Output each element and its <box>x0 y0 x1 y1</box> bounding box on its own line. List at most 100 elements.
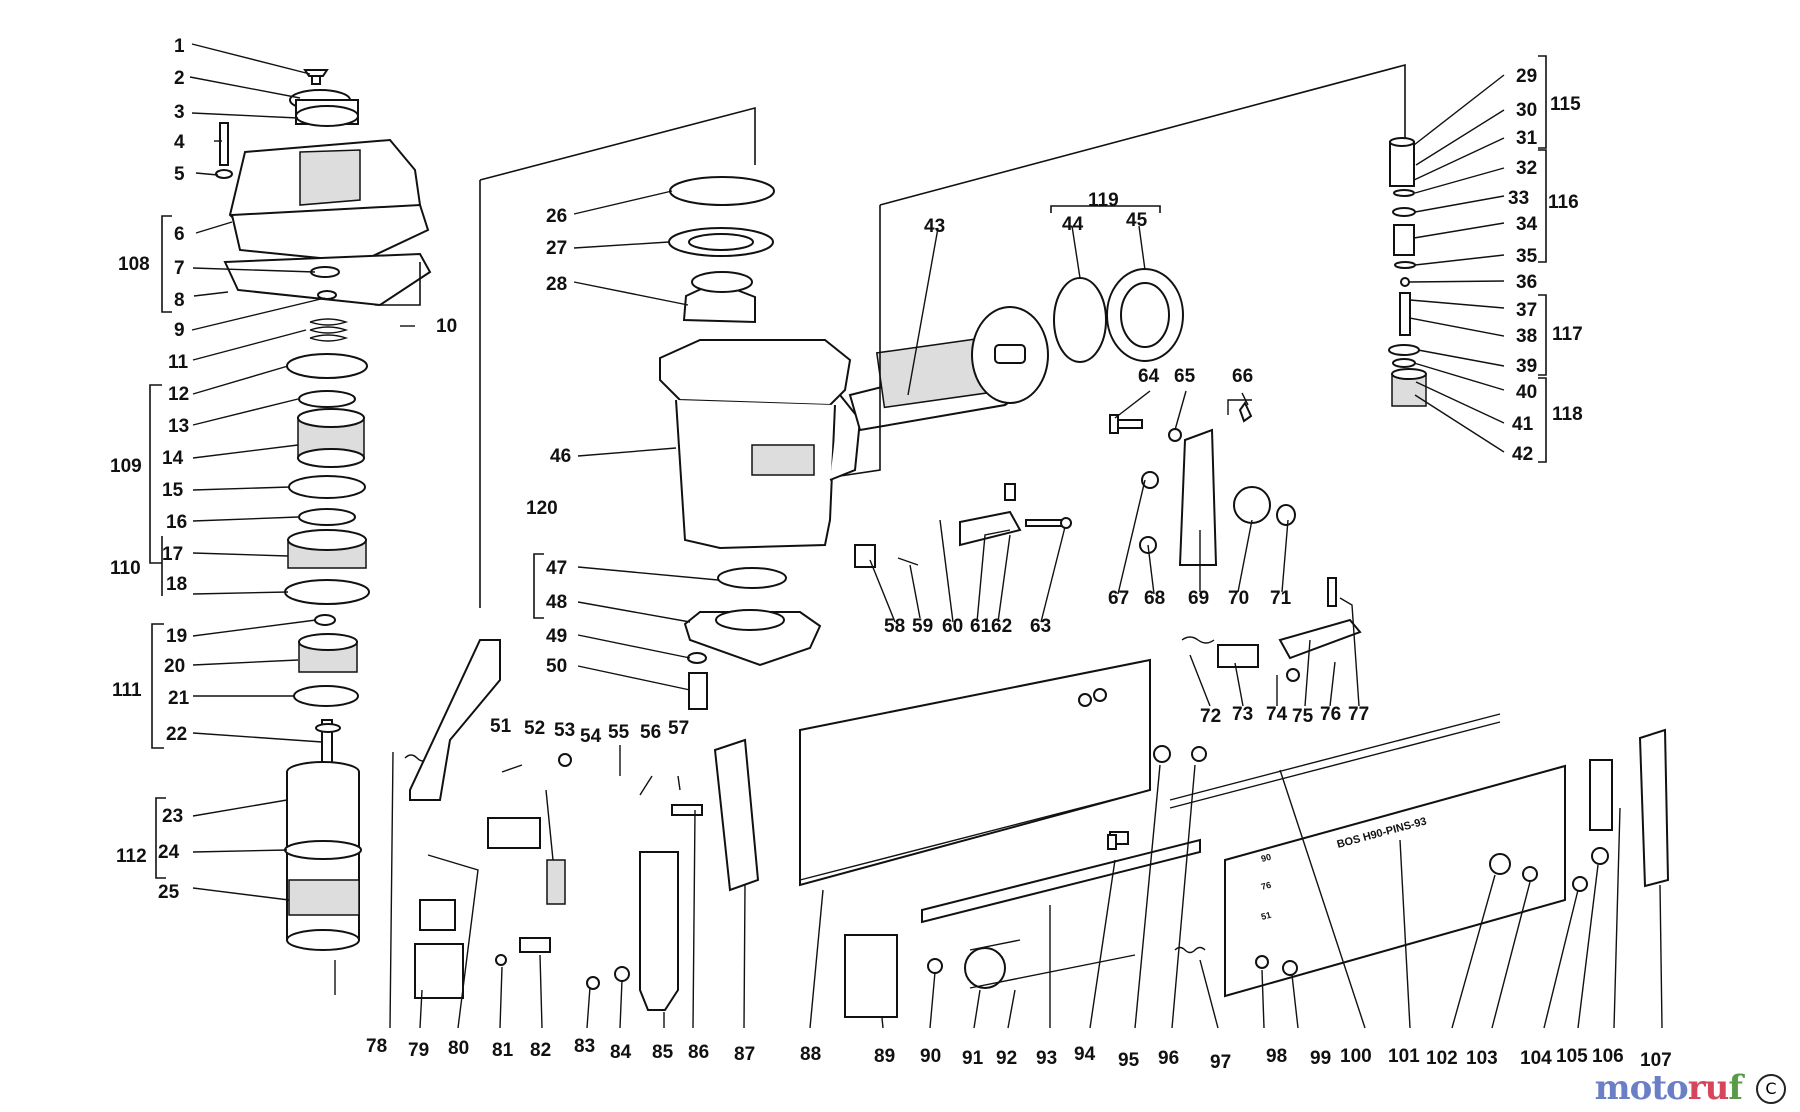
callout-73: 73 <box>1232 704 1253 725</box>
callout-37: 37 <box>1516 300 1537 321</box>
callout-61: 61 <box>970 616 992 637</box>
callout-2: 2 <box>174 68 185 89</box>
callout-21: 21 <box>168 688 190 709</box>
callout-78: 78 <box>366 1036 387 1057</box>
watermark-part-c: f <box>1728 1068 1743 1108</box>
copyright-icon: C <box>1756 1074 1786 1104</box>
callout-90: 90 <box>920 1046 941 1067</box>
callout-16: 16 <box>166 512 187 533</box>
callout-60: 60 <box>942 616 963 637</box>
callout-106: 106 <box>1592 1046 1624 1067</box>
callout-29: 29 <box>1516 66 1537 87</box>
callout-54: 54 <box>580 726 602 747</box>
callout-83: 83 <box>574 1036 595 1057</box>
callout-87: 87 <box>734 1044 755 1065</box>
callout-55: 55 <box>608 722 630 743</box>
callout-104: 104 <box>1520 1048 1552 1069</box>
callout-1: 1 <box>174 36 185 57</box>
watermark-part-b: ru <box>1687 1068 1730 1108</box>
callout-31: 31 <box>1516 128 1538 149</box>
callout-63: 63 <box>1030 616 1051 637</box>
callout-3: 3 <box>174 102 185 123</box>
callout-32: 32 <box>1516 158 1537 179</box>
callout-13: 13 <box>168 416 189 437</box>
group-brackets <box>149 55 1547 879</box>
callout-76: 76 <box>1320 704 1341 725</box>
callout-47: 47 <box>546 558 567 579</box>
callout-14: 14 <box>162 448 184 469</box>
callout-5: 5 <box>174 164 185 185</box>
callout-81: 81 <box>492 1040 514 1061</box>
callout-64: 64 <box>1138 366 1160 387</box>
callout-44: 44 <box>1062 214 1084 235</box>
callout-22: 22 <box>166 724 187 745</box>
callout-79: 79 <box>408 1040 429 1061</box>
group-109: 109 <box>110 456 142 477</box>
callout-72: 72 <box>1200 706 1221 727</box>
callout-80: 80 <box>448 1038 469 1059</box>
callout-49: 49 <box>546 626 567 647</box>
callout-94: 94 <box>1074 1044 1096 1065</box>
callout-42: 42 <box>1512 444 1533 465</box>
callout-48: 48 <box>546 592 567 613</box>
scale-mark-76: 76 <box>1260 880 1272 892</box>
group-112: 112 <box>116 846 147 867</box>
callout-30: 30 <box>1516 100 1537 121</box>
group-117: 117 <box>1552 324 1583 345</box>
callout-45: 45 <box>1126 210 1148 231</box>
callout-105: 105 <box>1556 1046 1588 1067</box>
callout-38: 38 <box>1516 326 1537 347</box>
callout-58: 58 <box>884 616 905 637</box>
callout-12: 12 <box>168 384 189 405</box>
callout-88: 88 <box>800 1044 821 1065</box>
callout-102: 102 <box>1426 1048 1458 1069</box>
callout-33: 33 <box>1508 188 1529 209</box>
callout-27: 27 <box>546 238 567 259</box>
parts-artwork <box>215 69 1670 1018</box>
callout-51: 51 <box>490 716 512 737</box>
leader-lines <box>189 43 1663 1029</box>
callout-85: 85 <box>652 1042 674 1063</box>
callout-34: 34 <box>1516 214 1538 235</box>
callout-62: 62 <box>991 616 1012 637</box>
callout-107: 107 <box>1640 1050 1672 1071</box>
callout-75: 75 <box>1292 706 1314 727</box>
callout-41: 41 <box>1512 414 1534 435</box>
callout-20: 20 <box>164 656 185 677</box>
group-116: 116 <box>1548 192 1579 213</box>
callout-36: 36 <box>1516 272 1537 293</box>
callout-97: 97 <box>1210 1052 1231 1073</box>
callout-17: 17 <box>162 544 183 565</box>
callout-35: 35 <box>1516 246 1538 267</box>
callout-8: 8 <box>174 290 185 311</box>
callout-82: 82 <box>530 1040 551 1061</box>
callout-57: 57 <box>668 718 689 739</box>
callout-77: 77 <box>1348 704 1369 725</box>
callout-99: 99 <box>1310 1048 1331 1069</box>
watermark-part-a: moto <box>1594 1068 1689 1108</box>
callout-92: 92 <box>996 1048 1017 1069</box>
callout-96: 96 <box>1158 1048 1179 1069</box>
watermark-logo: motoruf <box>1594 1068 1743 1108</box>
scale-mark-90: 90 <box>1260 852 1272 864</box>
callout-68: 68 <box>1144 588 1165 609</box>
callout-93: 93 <box>1036 1048 1057 1069</box>
callout-46: 46 <box>550 446 571 467</box>
group-108: 108 <box>118 254 150 275</box>
callout-40: 40 <box>1516 382 1537 403</box>
callout-91: 91 <box>962 1048 984 1069</box>
callout-100: 100 <box>1340 1046 1372 1067</box>
callout-59: 59 <box>912 616 933 637</box>
callout-95: 95 <box>1118 1050 1140 1071</box>
callout-28: 28 <box>546 274 567 295</box>
callout-39: 39 <box>1516 356 1537 377</box>
callout-70: 70 <box>1228 588 1249 609</box>
callout-53: 53 <box>554 720 575 741</box>
callout-labels: 1 2 3 4 5 6 7 8 9 10 11 12 13 14 15 16 1… <box>158 36 1672 1073</box>
callout-10: 10 <box>436 316 457 337</box>
callout-86: 86 <box>688 1042 709 1063</box>
callout-23: 23 <box>162 806 183 827</box>
callout-52: 52 <box>524 718 545 739</box>
callout-69: 69 <box>1188 588 1209 609</box>
